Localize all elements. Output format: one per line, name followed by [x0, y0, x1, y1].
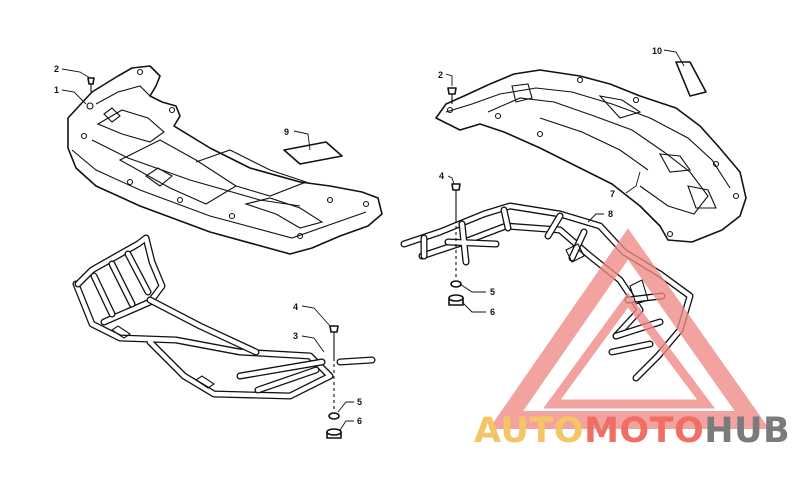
- callout-10: 10: [652, 46, 662, 56]
- watermark-text: AUTOMOTOHUB: [474, 414, 790, 449]
- watermark-auto: AUTO: [474, 411, 585, 451]
- bolt-right: [447, 87, 457, 104]
- callout-numbers: 2 1 2 9 10 4 3 5 6 4 5 6 7 8: [54, 46, 662, 426]
- callout-9: 9: [284, 127, 289, 137]
- callout-7: 7: [610, 189, 615, 199]
- callout-6-rear: 6: [490, 307, 495, 317]
- watermark-moto: MOTO: [584, 411, 705, 451]
- decal-9: [283, 141, 343, 165]
- leader-lines: [61, 49, 685, 431]
- front-rack-body: [67, 65, 383, 255]
- front-mount-hardware: [326, 325, 342, 439]
- callout-2-left: 2: [54, 64, 59, 74]
- callout-4-front: 4: [293, 302, 298, 312]
- callout-1: 1: [54, 85, 59, 95]
- rear-mount-hardware: [448, 183, 464, 306]
- callout-4-rear: 4: [439, 171, 444, 181]
- rear-rack-body: [435, 69, 747, 243]
- callout-8: 8: [608, 209, 613, 219]
- decal-10: [675, 61, 707, 97]
- callout-2-right: 2: [438, 70, 443, 80]
- watermark-logo-triangles: [488, 228, 770, 429]
- bolt-left: [87, 77, 95, 92]
- callout-5-rear: 5: [490, 287, 495, 297]
- callout-3: 3: [293, 331, 298, 341]
- callout-5-front: 5: [357, 397, 362, 407]
- front-tube-rack: [72, 234, 376, 400]
- watermark-hub: HUB: [704, 411, 791, 451]
- callout-6-front: 6: [357, 416, 362, 426]
